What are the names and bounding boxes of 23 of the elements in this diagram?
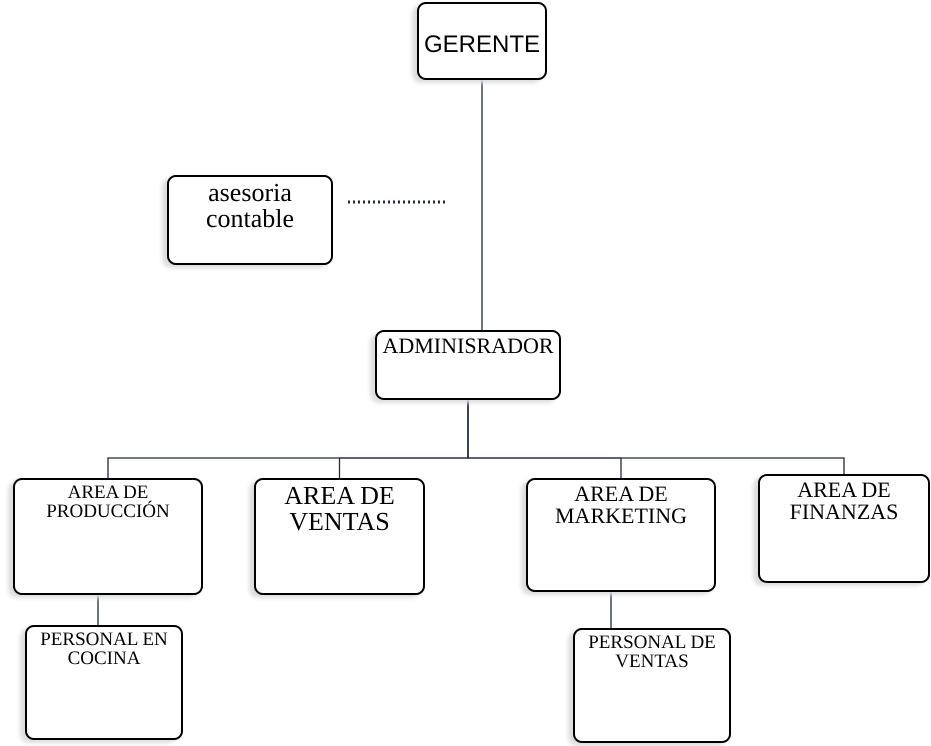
box-title: ADMINISRADOR	[381, 332, 555, 357]
org-box	[167, 175, 333, 265]
org-box	[254, 478, 425, 595]
org-box	[417, 2, 547, 80]
box-title: PERSONAL DE VENTAS	[587, 631, 717, 671]
dotted-line	[348, 200, 445, 204]
org-box	[758, 474, 930, 583]
box-title: asesoria contable	[204, 177, 296, 232]
org-box	[13, 478, 203, 595]
connector-line	[481, 80, 483, 330]
box-title: AREA DE MARKETING	[554, 480, 688, 527]
connector-line	[610, 592, 612, 628]
connector-line	[467, 400, 845, 474]
connector-line	[97, 595, 99, 625]
box-title: AREA DE FINANZAS	[788, 476, 900, 523]
org-box	[25, 625, 183, 740]
box-title: AREA DE PRODUCCIÓN	[45, 481, 171, 521]
org-box	[526, 478, 716, 592]
box-title: AREA DE VENTAS	[283, 480, 396, 535]
org-box	[573, 628, 731, 743]
org-box	[375, 330, 561, 400]
box-title: GERENTE	[422, 30, 541, 57]
box-title: PERSONAL EN COCINA	[39, 628, 169, 668]
